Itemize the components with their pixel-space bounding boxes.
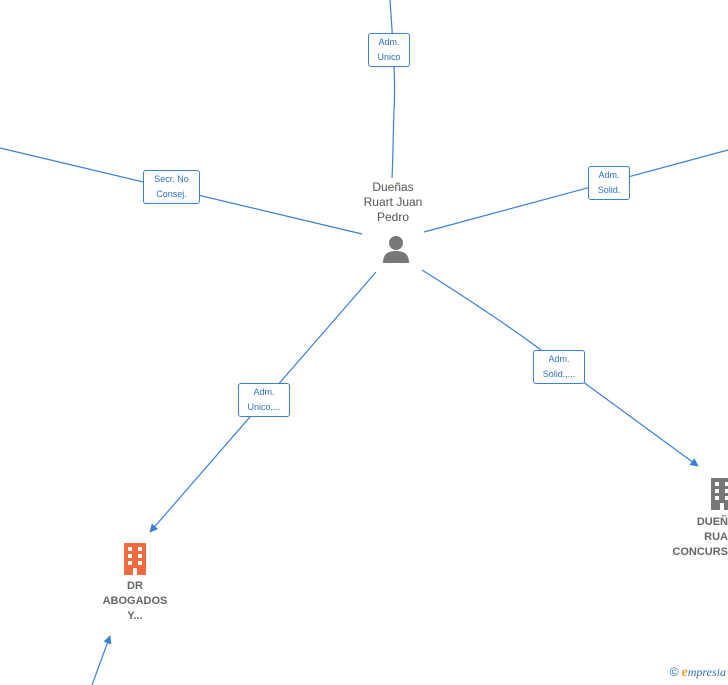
edge-label-left[interactable]: Secr. No Consej. (143, 170, 200, 204)
building-icon[interactable] (708, 476, 728, 510)
center-person-name[interactable]: Dueñas Ruart Juan Pedro (363, 180, 423, 224)
copyright-symbol: © (669, 665, 679, 679)
edge-label-right[interactable]: Adm. Solid. (588, 166, 630, 200)
brand-rest: mpresia (687, 665, 726, 679)
company-name-duenas-ruart[interactable]: DUEÑ RUA CONCURS (672, 516, 728, 558)
edge-label-top[interactable]: Adm. Unico (368, 33, 410, 67)
person-icon[interactable] (380, 234, 412, 264)
brand-initial: e (681, 665, 688, 680)
edge-top (389, 0, 396, 179)
edge-right (423, 149, 728, 233)
edge-incoming-dr (91, 635, 112, 685)
building-icon[interactable] (121, 541, 151, 575)
edge-label-bottom-right[interactable]: Adm. Solid.,... (533, 350, 585, 384)
company-name-dr-abogados[interactable]: DR ABOGADOS Y... (102, 580, 168, 622)
edge-label-bottom-left[interactable]: Adm. Unico,... (238, 383, 290, 417)
empresia-watermark: ©empresia (670, 665, 726, 681)
